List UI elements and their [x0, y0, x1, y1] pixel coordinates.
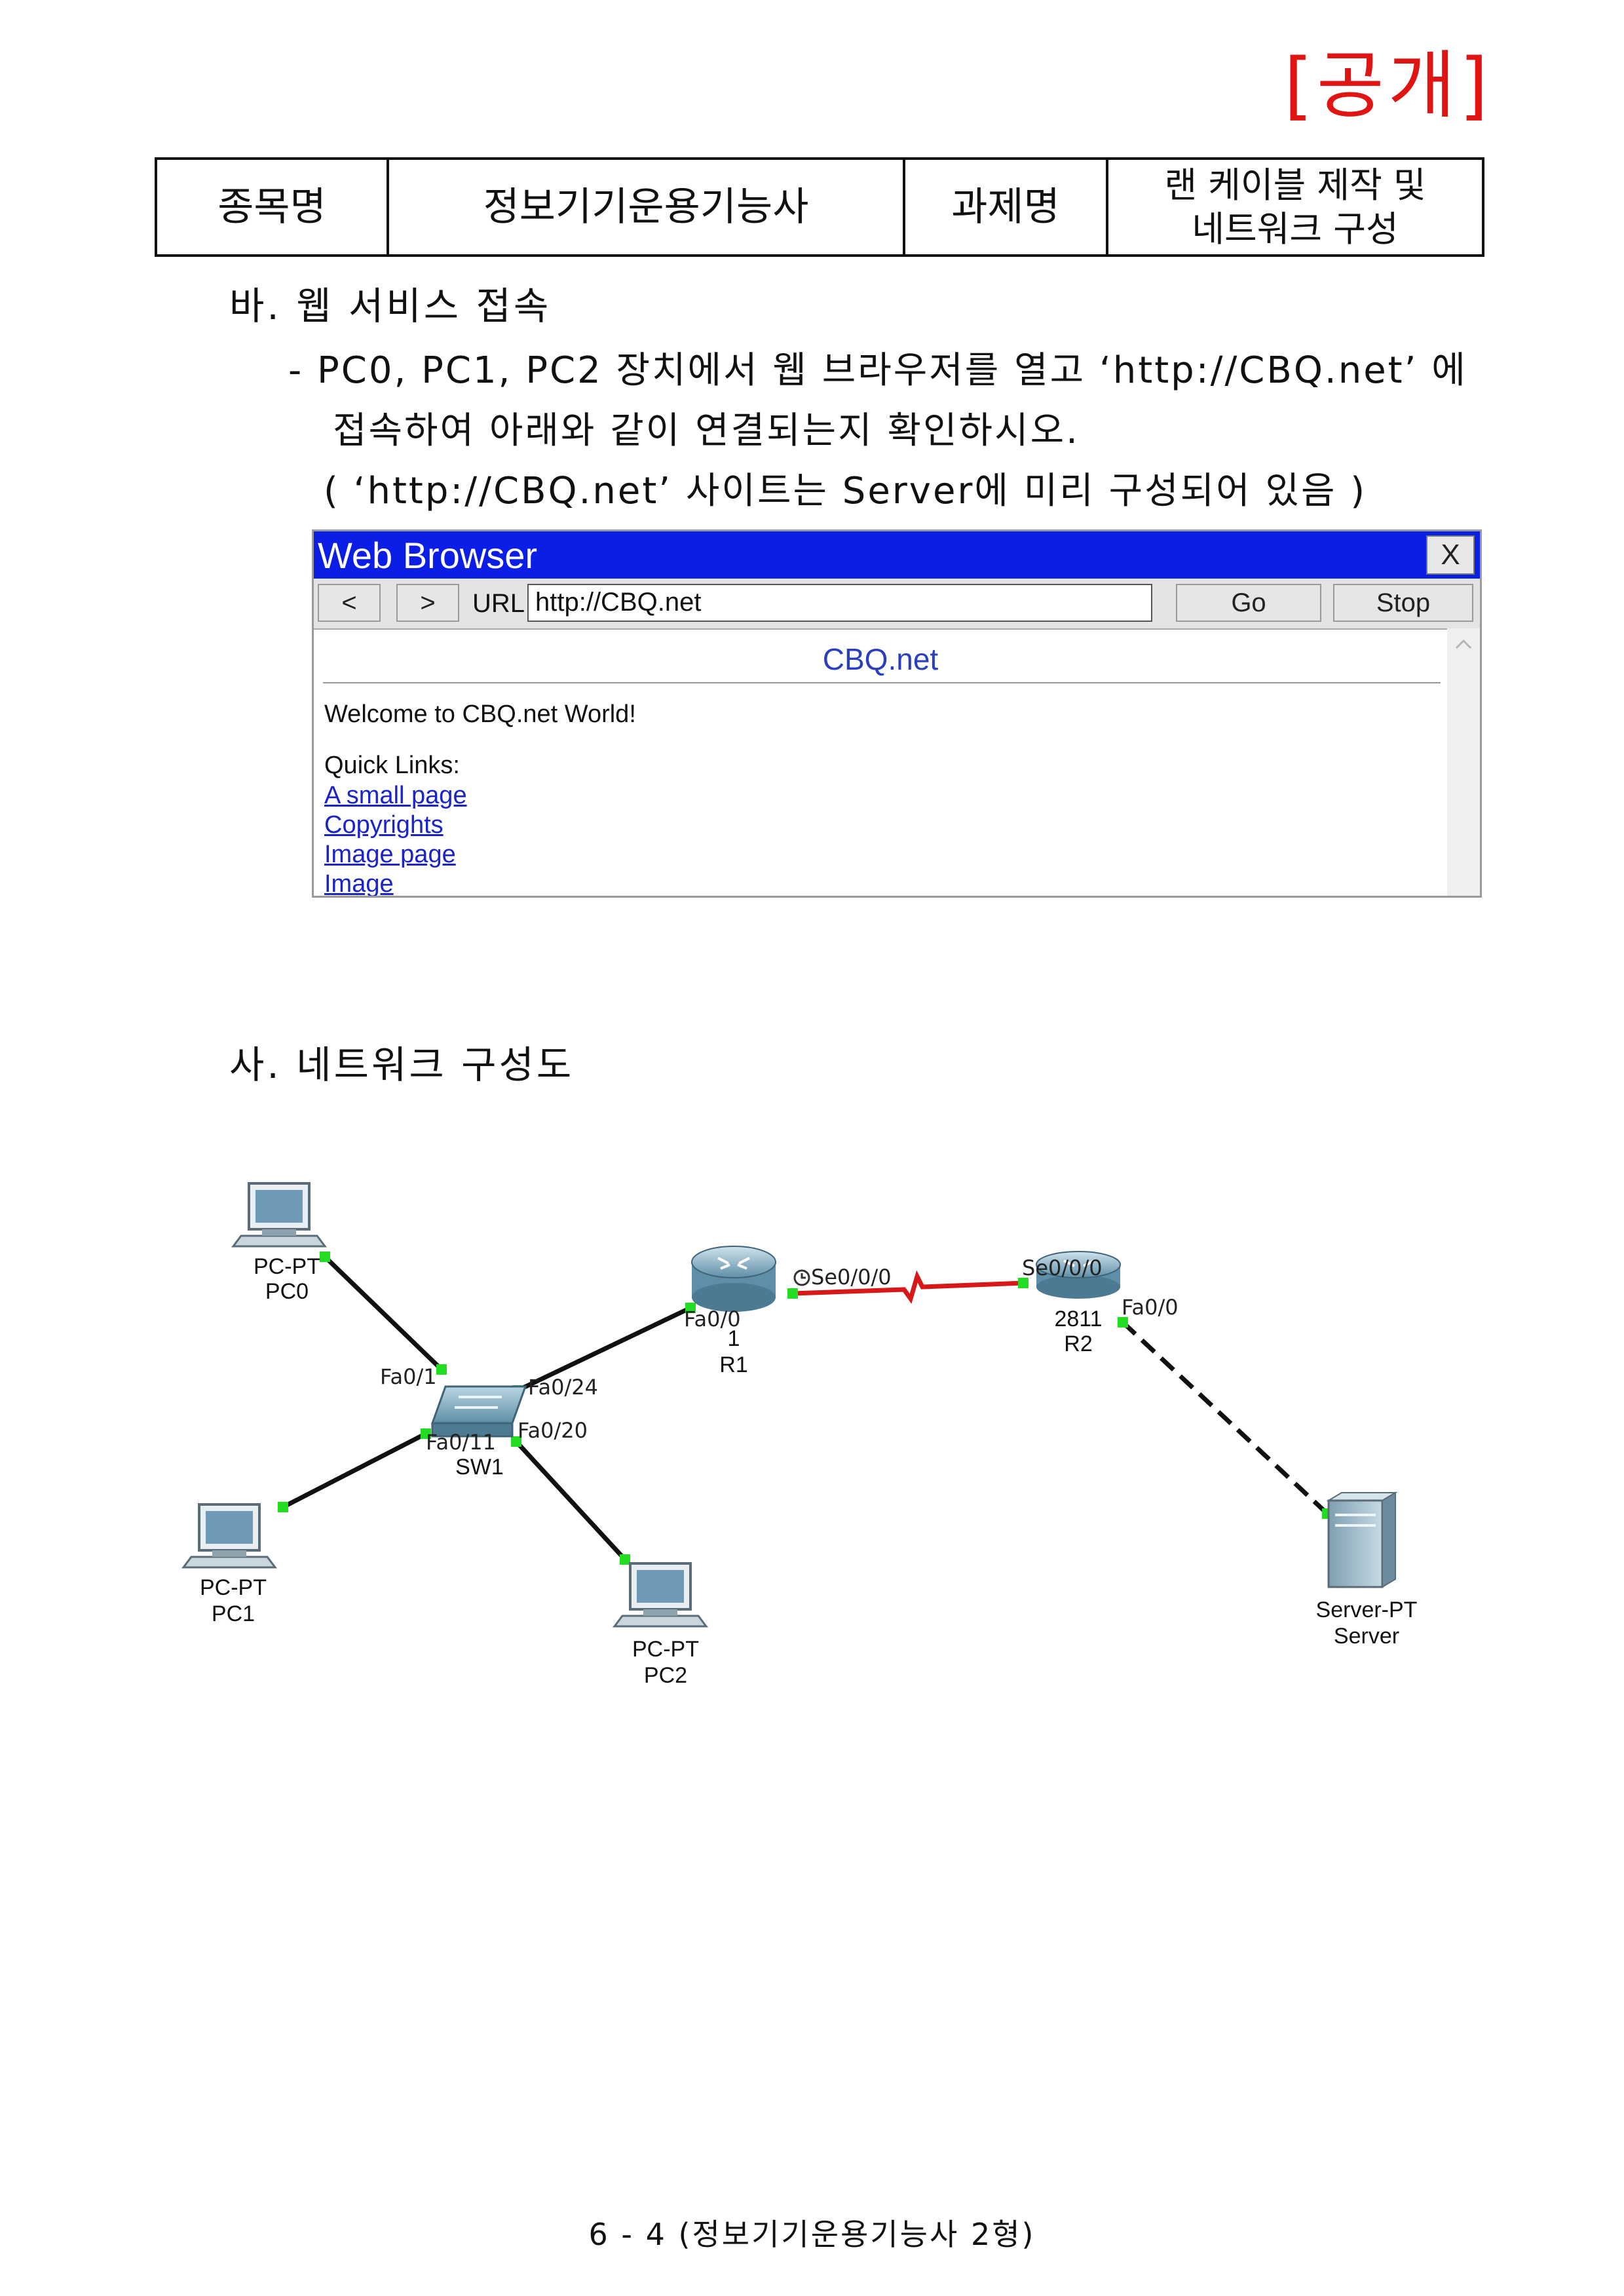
r1-name-label: R1: [719, 1352, 747, 1377]
link-up-icon: [278, 1502, 288, 1512]
welcome-text: Welcome to CBQ.net World!: [324, 700, 636, 728]
switch-icon: [430, 1385, 527, 1438]
quick-links-label: Quick Links:: [324, 752, 460, 779]
port-label: Fa0/0: [684, 1307, 741, 1331]
server-type-label: Server-PT: [1316, 1598, 1418, 1622]
link-up-icon: [1018, 1278, 1029, 1288]
browser-toolbar: < > URL http://CBQ.net Go Stop: [314, 579, 1480, 628]
r1-model-label: 1: [728, 1326, 740, 1351]
instruction-line-3: ( ‘http://CBQ.net’ 사이트는 Server에 미리 구성되어 …: [324, 470, 1367, 512]
browser-titlebar: Web Browser X: [314, 531, 1480, 579]
pc1-device[interactable]: PC-PT PC1: [181, 1503, 277, 1626]
pc1-name-label: PC1: [212, 1601, 255, 1626]
link-up-icon: [685, 1303, 696, 1313]
pc2-device[interactable]: PC-PT PC2: [613, 1562, 708, 1688]
router-icon: [691, 1246, 776, 1312]
link-up-icon: [421, 1428, 431, 1439]
task-name-value: 랜 케이블 제작 및 네트워크 구성: [1106, 157, 1484, 257]
link-up-icon: [511, 1436, 521, 1447]
browser-scrollbar[interactable]: [1447, 628, 1480, 896]
sw1-device[interactable]: SW1: [430, 1385, 527, 1480]
pc-icon: [613, 1562, 708, 1628]
pc0-device[interactable]: PC-PT PC0: [231, 1182, 327, 1304]
pc-icon: [231, 1182, 327, 1248]
scroll-up-icon: [1455, 639, 1472, 649]
link-pc2-sw1: [514, 1440, 627, 1561]
pc1-type-label: PC-PT: [200, 1575, 267, 1600]
server-device[interactable]: Server-PT Server: [1316, 1491, 1418, 1649]
pc2-name-label: PC2: [644, 1663, 687, 1688]
section-heading-web-service: 바. 웹 서비스 접속: [229, 284, 552, 328]
r2-name-label: R2: [1064, 1331, 1092, 1356]
go-button[interactable]: Go: [1176, 584, 1321, 622]
link-r1-r2-serial: [792, 1270, 1024, 1304]
url-input[interactable]: http://CBQ.net: [527, 584, 1152, 622]
links: [282, 1255, 1329, 1561]
link-up-icon: [620, 1554, 630, 1565]
page-heading: CBQ.net: [822, 642, 939, 676]
pc0-name-label: PC0: [265, 1279, 309, 1304]
port-label: Fa0/1: [380, 1364, 437, 1389]
link-small-page[interactable]: A small page: [324, 782, 467, 809]
port-label: Se0/0/0: [811, 1265, 892, 1290]
stop-button[interactable]: Stop: [1333, 584, 1473, 622]
header-table: 종목명 정보기기운용기능사 과제명 랜 케이블 제작 및 네트워크 구성: [155, 157, 1484, 257]
clock-icon: [793, 1269, 810, 1286]
link-r2-server: [1121, 1320, 1329, 1516]
link-up-icon: [436, 1364, 447, 1375]
link-up-icon: [1118, 1317, 1128, 1328]
port-labels: Fa0/1 Fa0/24 Fa0/11 Fa0/20 Fa0/0 Se0/0/0…: [380, 1255, 1179, 1455]
port-label: Fa0/20: [518, 1418, 588, 1443]
link-up-icon: [787, 1288, 798, 1299]
instruction-line-1: - PC0, PC1, PC2 장치에서 웹 브라우저를 열고 ‘http://…: [288, 349, 1467, 392]
back-button[interactable]: <: [318, 584, 381, 622]
r2-device[interactable]: 2811 R2: [1036, 1251, 1121, 1356]
close-button[interactable]: X: [1426, 535, 1475, 575]
section-heading-network-diagram: 사. 네트워크 구성도: [229, 1043, 575, 1087]
forward-button[interactable]: >: [396, 584, 459, 622]
link-copyrights[interactable]: Copyrights: [324, 811, 444, 839]
pc2-type-label: PC-PT: [632, 1637, 699, 1662]
browser-content: CBQ.net Welcome to CBQ.net World! Quick …: [314, 628, 1447, 898]
server-icon: [1326, 1491, 1398, 1588]
router-icon: [1036, 1251, 1121, 1299]
r2-model-label: 2811: [1054, 1307, 1102, 1331]
server-name-label: Server: [1334, 1624, 1399, 1649]
link-image[interactable]: Image: [324, 870, 394, 898]
instruction-line-2: 접속하여 아래와 같이 연결되는지 확인하시오.: [333, 410, 1080, 452]
page-footer: 6 - 4 (정보기기운용기능사 2형): [588, 2217, 1036, 2252]
port-label: Fa0/24: [528, 1375, 598, 1400]
task-name-line1: 랜 케이블 제작 및: [1164, 164, 1426, 206]
item-name-label: 종목명: [155, 157, 389, 257]
web-browser-window: Web Browser X < > URL http://CBQ.net Go …: [312, 529, 1482, 898]
port-label: Fa0/0: [1122, 1295, 1179, 1320]
task-name-label: 과제명: [903, 157, 1108, 257]
pc0-type-label: PC-PT: [254, 1254, 320, 1279]
port-label: Se0/0/0: [1022, 1255, 1103, 1280]
task-name-line2: 네트워크 구성: [1192, 208, 1399, 250]
link-up-icon: [320, 1252, 330, 1262]
link-image-page[interactable]: Image page: [324, 841, 456, 868]
browser-title: Web Browser: [318, 535, 538, 576]
page-divider: [323, 682, 1441, 683]
link-sw1-r1: [516, 1305, 692, 1393]
public-label: [공개]: [1284, 43, 1492, 128]
r1-device[interactable]: 1 R1: [691, 1246, 776, 1377]
sw1-name-label: SW1: [455, 1455, 504, 1480]
url-label: URL: [472, 589, 525, 618]
port-label: Fa0/11: [426, 1430, 496, 1455]
pc-icon: [181, 1503, 277, 1569]
link-pc0-sw1: [323, 1255, 444, 1371]
link-pc1-sw1: [282, 1431, 427, 1510]
network-diagram: PC-PT PC0 PC-PT PC1 PC-PT PC2 SW: [181, 1182, 1418, 1688]
item-name-value: 정보기기운용기능사: [387, 157, 905, 257]
